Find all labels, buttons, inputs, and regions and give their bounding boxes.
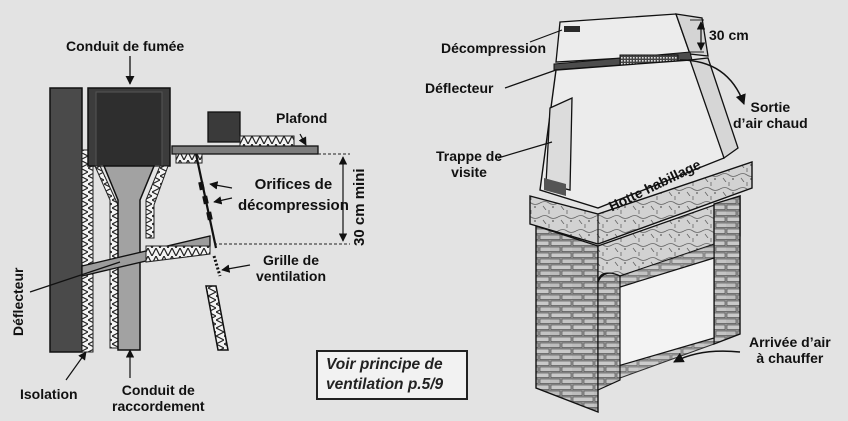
hot-air-label: Sortie d’air chaud [733, 99, 808, 131]
insulation-strip [81, 149, 94, 353]
gap-label: 30 cm mini [351, 168, 368, 246]
connector-label: Conduit de raccordement [112, 382, 205, 414]
ceiling-slab [171, 145, 319, 155]
pillar-right [713, 195, 741, 346]
note-line-1: Voir principe de [326, 356, 443, 373]
vents-label: Orifices de décompression [238, 176, 349, 214]
ceiling-label: Plafond [276, 110, 328, 126]
hood-side-lower [205, 285, 229, 351]
hatch-grille [544, 178, 566, 196]
pillar-left [535, 225, 599, 414]
deflector-label-right: Déflecteur [425, 80, 494, 96]
hot-air-arrow [679, 59, 746, 105]
right-3d-view [497, 13, 753, 414]
note-line-2: ventilation p.5/9 [326, 376, 444, 393]
funnel-insulation-right [145, 165, 169, 239]
note-box: Voir principe de ventilation p.5/9 [316, 350, 468, 400]
ceiling-insulation-under [175, 153, 203, 164]
grille-label: Grille de ventilation [256, 252, 327, 284]
hood-gap-label: 30 cm [709, 27, 749, 43]
deflector-insulation [145, 245, 211, 263]
grille-slats [212, 255, 222, 277]
deflector-label-left: Déflecteur [10, 267, 26, 336]
pillar-left-inner [597, 272, 621, 391]
flue-label: Conduit de fumée [66, 38, 185, 54]
upper-block [207, 111, 241, 143]
inspection-hatch [545, 96, 573, 191]
decompression-label: Décompression [441, 40, 547, 56]
air-intake-arrow [673, 350, 741, 363]
decompression-vent [564, 26, 580, 32]
hatch-label: Trappe de visite [436, 148, 503, 180]
insulation-label: Isolation [20, 386, 78, 402]
intake-label: Arrivée d’air à chauffer [749, 334, 831, 366]
hood-body-side [689, 57, 739, 160]
ceiling-insulation [239, 135, 295, 147]
left-section-view [29, 56, 350, 381]
flue-inner [95, 91, 163, 167]
wall [49, 87, 83, 353]
